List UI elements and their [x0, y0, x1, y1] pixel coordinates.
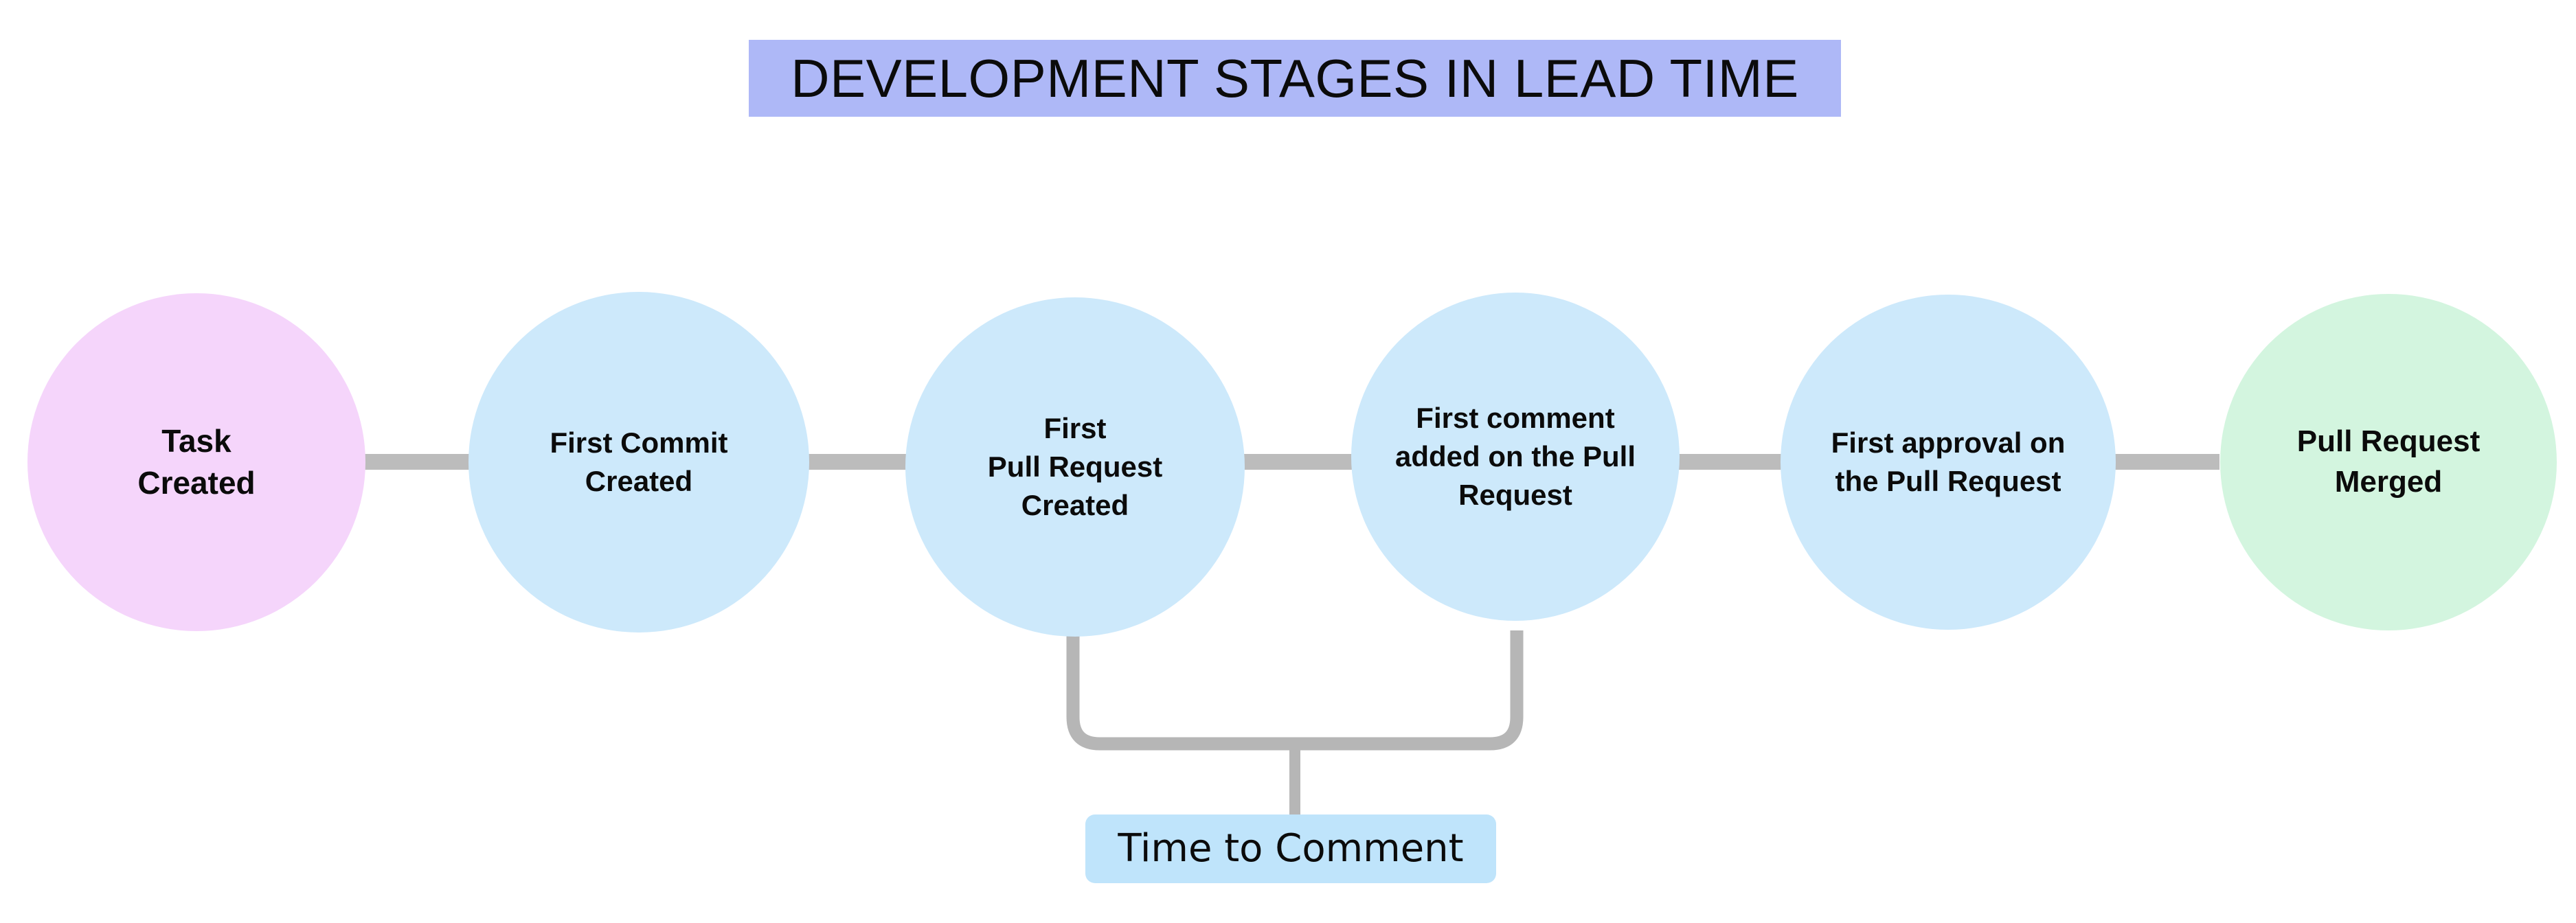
stage-label: First Pull Request Created — [987, 412, 1163, 521]
stage-label: First comment added on the Pull Request — [1394, 402, 1636, 511]
page-title: DEVELOPMENT STAGES IN LEAD TIME — [791, 48, 1799, 109]
stage-label: Pull Request Merged — [2296, 424, 2481, 499]
connector-4 — [1677, 454, 1783, 470]
stage-label: Task Created — [137, 422, 256, 501]
measure-tag-time-to-comment[interactable]: Time to Comment — [1085, 814, 1496, 883]
stage-label: First approval on the Pull Request — [1831, 426, 2066, 497]
connector-1 — [363, 454, 473, 470]
stage-node-task-created[interactable]: Task Created — [27, 293, 365, 631]
stage-node-first-comment-added[interactable]: First comment added on the Pull Request — [1351, 293, 1680, 621]
stage-node-pull-request-merged[interactable]: Pull Request Merged — [2220, 294, 2557, 630]
stage-node-first-pull-request-created[interactable]: First Pull Request Created — [905, 297, 1245, 637]
connector-5 — [2113, 454, 2219, 470]
diagram-title-banner: DEVELOPMENT STAGES IN LEAD TIME — [749, 40, 1841, 117]
stage-node-first-commit-created[interactable]: First Commit Created — [468, 292, 809, 633]
connector-2 — [806, 454, 908, 470]
measure-tag-label: Time to Comment — [1118, 826, 1464, 871]
measure-bracket — [1066, 626, 1524, 751]
connector-3 — [1242, 454, 1354, 470]
stage-node-first-approval[interactable]: First approval on the Pull Request — [1781, 295, 2116, 630]
stage-label: First Commit Created — [550, 426, 728, 497]
